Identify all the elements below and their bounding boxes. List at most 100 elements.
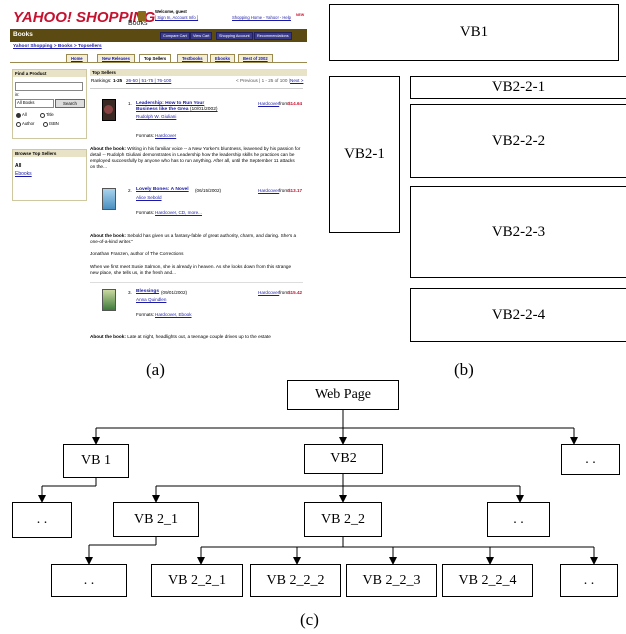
- book-date: (06/15/2002): [195, 188, 222, 193]
- radio-author[interactable]: [16, 122, 21, 127]
- block-vb2-2-4: VB2-2-4: [410, 288, 626, 342]
- block-vb2-2-1: VB2-2-1: [410, 76, 626, 99]
- tree-node-label: VB 2_2_4: [458, 572, 517, 588]
- block-vb2-2-2: VB2-2-2: [410, 104, 626, 178]
- book-cover[interactable]: [102, 289, 116, 311]
- radio-title[interactable]: [40, 113, 45, 118]
- block-vb1: VB1: [329, 4, 619, 61]
- tree-node-label: VB 2_2_2: [266, 572, 325, 588]
- radio-all-label: All: [22, 112, 27, 117]
- caption-b: (b): [454, 360, 474, 379]
- tab-home[interactable]: Home: [66, 54, 88, 62]
- tree-node-vb1: VB 1: [63, 444, 129, 478]
- rankings-links[interactable]: 26-50 | 51-75 | 76-100: [126, 78, 172, 83]
- tree-root-node: Web Page: [287, 380, 399, 410]
- divider: [90, 282, 303, 283]
- top-nav-links[interactable]: Shopping Home - Yahoo! - Help: [232, 15, 291, 20]
- tree-connectors: [38, 410, 598, 565]
- book-description: About the book: Late at night, headlight…: [90, 334, 271, 339]
- tree-root-label: Web Page: [314, 387, 372, 402]
- tree-node-label: . .: [585, 451, 596, 467]
- tree-node-label: VB 2_2: [321, 511, 365, 527]
- shopping-bag-icon: [138, 11, 146, 21]
- book-title[interactable]: Blessings: [136, 289, 160, 294]
- block-vb2-1-label: VB2-1: [344, 146, 385, 162]
- block-vb2-2-2-label: VB2-2-2: [491, 132, 546, 149]
- tab-ebooks[interactable]: Ebooks: [210, 54, 236, 62]
- breadcrumb[interactable]: Yahoo! Shopping > Books > Topsellers: [13, 44, 102, 49]
- price-from: from:: [279, 290, 290, 295]
- tree-node-label: . .: [36, 512, 48, 527]
- find-product-panel: [12, 69, 87, 139]
- book-description: About the book: Writing in his familiar …: [90, 146, 301, 169]
- book-author[interactable]: Rudolph W. Giuliani: [136, 114, 177, 119]
- tree-node-label: . .: [583, 572, 595, 588]
- pager: < Previous | 1 - 25 of 100 |: [236, 78, 290, 83]
- tree-node-vb2-2-4: VB 2_2_4: [442, 564, 533, 597]
- tree-node-vb2-2: VB 2_2: [304, 502, 382, 537]
- formats-links[interactable]: Hardcover: [155, 133, 177, 138]
- webpage-screenshot: YAHOO! SHOPPING Books Welcome, guest [ S…: [10, 6, 307, 342]
- tree-node-vb2-1: VB 2_1: [113, 502, 199, 537]
- new-badge: NEW: [296, 13, 305, 17]
- price-format[interactable]: Hardcover: [258, 188, 280, 193]
- logo-books-label: Books: [128, 20, 148, 27]
- view-cart-button[interactable]: View Cart: [190, 32, 213, 40]
- welcome-text: Welcome, guest: [155, 9, 187, 14]
- book-rank: 2.: [128, 188, 132, 193]
- tab-best-of-2002[interactable]: Best of 2002: [238, 54, 273, 62]
- formats-label: Formats:: [136, 210, 155, 215]
- pager-next[interactable]: Next >: [290, 78, 304, 83]
- tab-textbooks[interactable]: Textbooks: [177, 54, 208, 62]
- browse-item-all[interactable]: All: [15, 163, 22, 169]
- signin-links[interactable]: [ Sign In, Account Info ]: [155, 15, 199, 20]
- book-author[interactable]: Alice Sebold: [136, 195, 162, 200]
- block-vb2-1: VB2-1: [329, 76, 400, 233]
- book-author[interactable]: Anna Quindlen: [136, 297, 167, 302]
- recommendations-button[interactable]: Recommendations: [254, 32, 292, 40]
- tree-node-ellipsis: . .: [12, 502, 72, 538]
- book-price: $15.42: [288, 290, 303, 295]
- tree-node-label: VB 2_2_1: [168, 572, 226, 588]
- section-title: Books: [13, 31, 33, 38]
- book-title[interactable]: Leadership: How to Run Your Business lik…: [136, 101, 218, 112]
- price-from: from:: [279, 188, 290, 193]
- book-rank: 3.: [128, 290, 132, 295]
- book-cover[interactable]: [102, 99, 116, 121]
- find-product-title: Find a Product: [13, 70, 86, 77]
- tree-node-label: VB 2_2_3: [362, 572, 421, 588]
- block-vb2-2-3: VB2-2-3: [410, 186, 626, 278]
- formats-links[interactable]: Hardcover, CD, more...: [155, 210, 202, 215]
- radio-all[interactable]: [16, 113, 21, 118]
- browse-item-ebooks[interactable]: Ebooks: [15, 171, 32, 177]
- tree-node-label: VB 2_1: [134, 511, 178, 527]
- formats-links[interactable]: Hardcover, Ebook: [155, 312, 192, 317]
- book-title[interactable]: Lovely Bones: A Novel: [136, 187, 189, 192]
- tree-node-label: . .: [83, 572, 95, 588]
- shopping-account-button[interactable]: Shopping Account: [216, 32, 253, 40]
- book-description: About the book: Sebold has given us a fa…: [90, 233, 297, 244]
- tree-node-label: VB2: [330, 451, 357, 466]
- browse-title: Browse Top Sellers: [13, 150, 86, 157]
- block-vb2-2-4-label: VB2-2-4: [491, 306, 546, 323]
- tab-new-releases[interactable]: New Releases: [97, 54, 135, 62]
- price-format[interactable]: Hardcover: [258, 101, 280, 106]
- browse-panel: [12, 149, 87, 201]
- category-select[interactable]: All Books: [15, 99, 54, 108]
- book-description-extra: When we first meet Susie Salmon, she is …: [90, 264, 292, 275]
- tree-node-label: . .: [513, 511, 524, 527]
- compare-cart-button[interactable]: Compare Cart: [160, 32, 190, 40]
- in-label: in:: [15, 92, 20, 97]
- radio-isbn-label: ISBN: [49, 121, 59, 126]
- tab-top-sellers[interactable]: Top Sellers: [139, 54, 172, 62]
- book-rank: 1.: [128, 101, 132, 106]
- book-cover[interactable]: [102, 188, 116, 210]
- search-input[interactable]: [15, 82, 83, 91]
- price-format[interactable]: Hardcover: [258, 290, 280, 295]
- tab-underline: [10, 62, 307, 63]
- search-button[interactable]: Search: [55, 99, 85, 108]
- radio-isbn[interactable]: [43, 122, 48, 127]
- yahoo-shopping-logo: YAHOO! SHOPPING: [13, 9, 156, 26]
- radio-author-label: Author: [22, 121, 35, 126]
- divider: [90, 88, 303, 89]
